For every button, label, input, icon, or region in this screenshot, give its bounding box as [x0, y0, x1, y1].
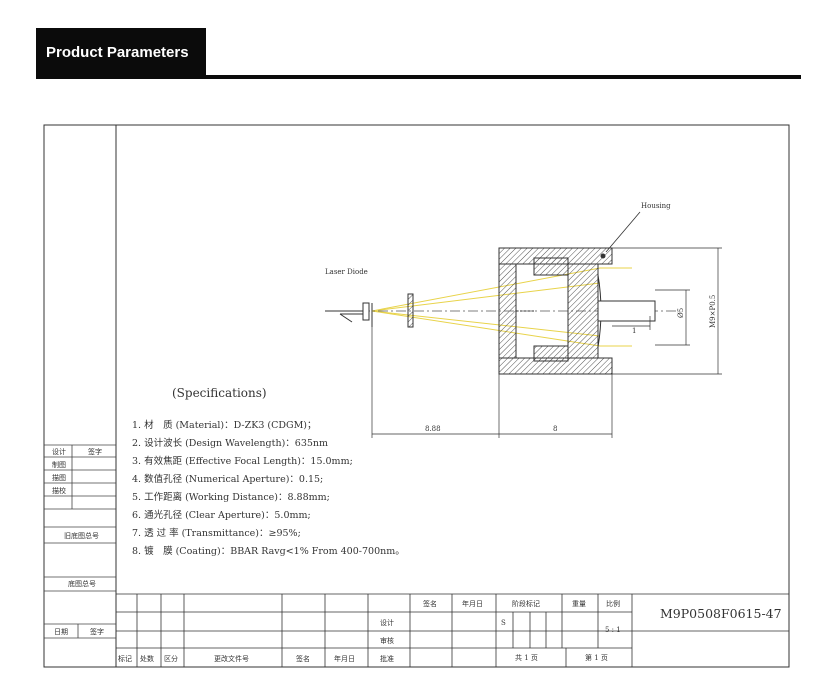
- left-label-old-base-no: 旧底图总号: [64, 531, 99, 540]
- tb-date: 年月日: [334, 654, 355, 663]
- header-underline: [36, 75, 801, 79]
- diode-lead: [339, 313, 353, 323]
- dim-thread: M9×P0.5: [709, 295, 717, 328]
- laser-diode-label: Laser Diode: [325, 268, 368, 276]
- left-label-sign: 签字: [88, 447, 102, 456]
- tb-sheet-no: 第 1 页: [585, 653, 608, 662]
- tb-sign: 签名: [296, 654, 310, 663]
- title-block-grid: [116, 593, 789, 667]
- specs-title: (Specifications): [172, 386, 267, 400]
- housing-label: Housing: [641, 202, 671, 210]
- housing-leader: [605, 211, 641, 253]
- tb-header-sign: 签名: [423, 599, 437, 608]
- left-label-signature: 签字: [90, 627, 104, 636]
- spec-item: 1. 材 质 (Material)：D-ZK3 (CDGM)；: [132, 419, 317, 431]
- housing-indicator-dot: [600, 253, 606, 259]
- spec-item: 5. 工作距离 (Working Distance)：8.88mm;: [132, 491, 330, 503]
- left-label-tracing: 描图: [52, 473, 66, 482]
- dim-one: 1: [632, 327, 636, 335]
- spec-item: 7. 透 过 率 (Transmittance)：≥95%;: [132, 527, 301, 539]
- tb-count: 处数: [140, 654, 154, 663]
- spec-item: 3. 有效焦距 (Effective Focal Length)：15.0mm;: [132, 455, 353, 467]
- left-label-design: 设计: [52, 447, 66, 456]
- left-label-drafting: 制图: [52, 460, 66, 469]
- spec-item: 2. 设计波长 (Design Wavelength)：635nm: [132, 437, 328, 449]
- spec-item: 6. 通光孔径 (Clear Aperture)：5.0mm;: [132, 509, 311, 521]
- laser-diode: [362, 302, 370, 321]
- tb-review: 审核: [380, 636, 394, 645]
- section-header: Product Parameters: [36, 28, 206, 78]
- tb-zone: 区分: [164, 654, 178, 663]
- tb-header-date: 年月日: [462, 599, 483, 608]
- tb-approve: 批准: [380, 654, 394, 663]
- aperture-element: [407, 293, 414, 328]
- tb-header-stage: 阶段标记: [512, 599, 540, 608]
- tb-change-doc: 更改文件号: [214, 654, 249, 663]
- part-number: M9P0508F0615-47: [660, 606, 782, 621]
- dim-housing-length: 8: [553, 425, 557, 433]
- tb-design: 设计: [380, 618, 394, 627]
- spec-item: 4. 数值孔径 (Numerical Aperture)：0.15;: [132, 473, 323, 485]
- dim-working-distance: 8.88: [425, 425, 441, 433]
- left-label-base-no: 底图总号: [68, 579, 96, 588]
- drawing-frame: [43, 124, 790, 668]
- tb-header-weight: 重量: [572, 600, 586, 608]
- dimension-lines: [371, 247, 722, 438]
- tb-mark: 标记: [118, 654, 132, 663]
- housing-body: [498, 247, 656, 375]
- lens-assembly-drawing: Laser Diode Housing: [325, 202, 722, 438]
- tb-header-scale: 比例: [606, 599, 620, 608]
- tb-stage-s: S: [501, 619, 506, 627]
- dim-diameter: Ø5: [677, 308, 685, 318]
- section-title: Product Parameters: [46, 44, 189, 61]
- left-label-date: 日期: [54, 628, 68, 636]
- tb-scale-value: 5 : 1: [605, 626, 621, 634]
- spec-item: 8. 镀 膜 (Coating)：BBAR Ravg<1% From 400-7…: [132, 545, 405, 557]
- left-column-grid: [44, 444, 116, 639]
- left-label-trace-check: 描校: [52, 486, 66, 495]
- tb-total-sheets: 共 1 页: [515, 653, 538, 662]
